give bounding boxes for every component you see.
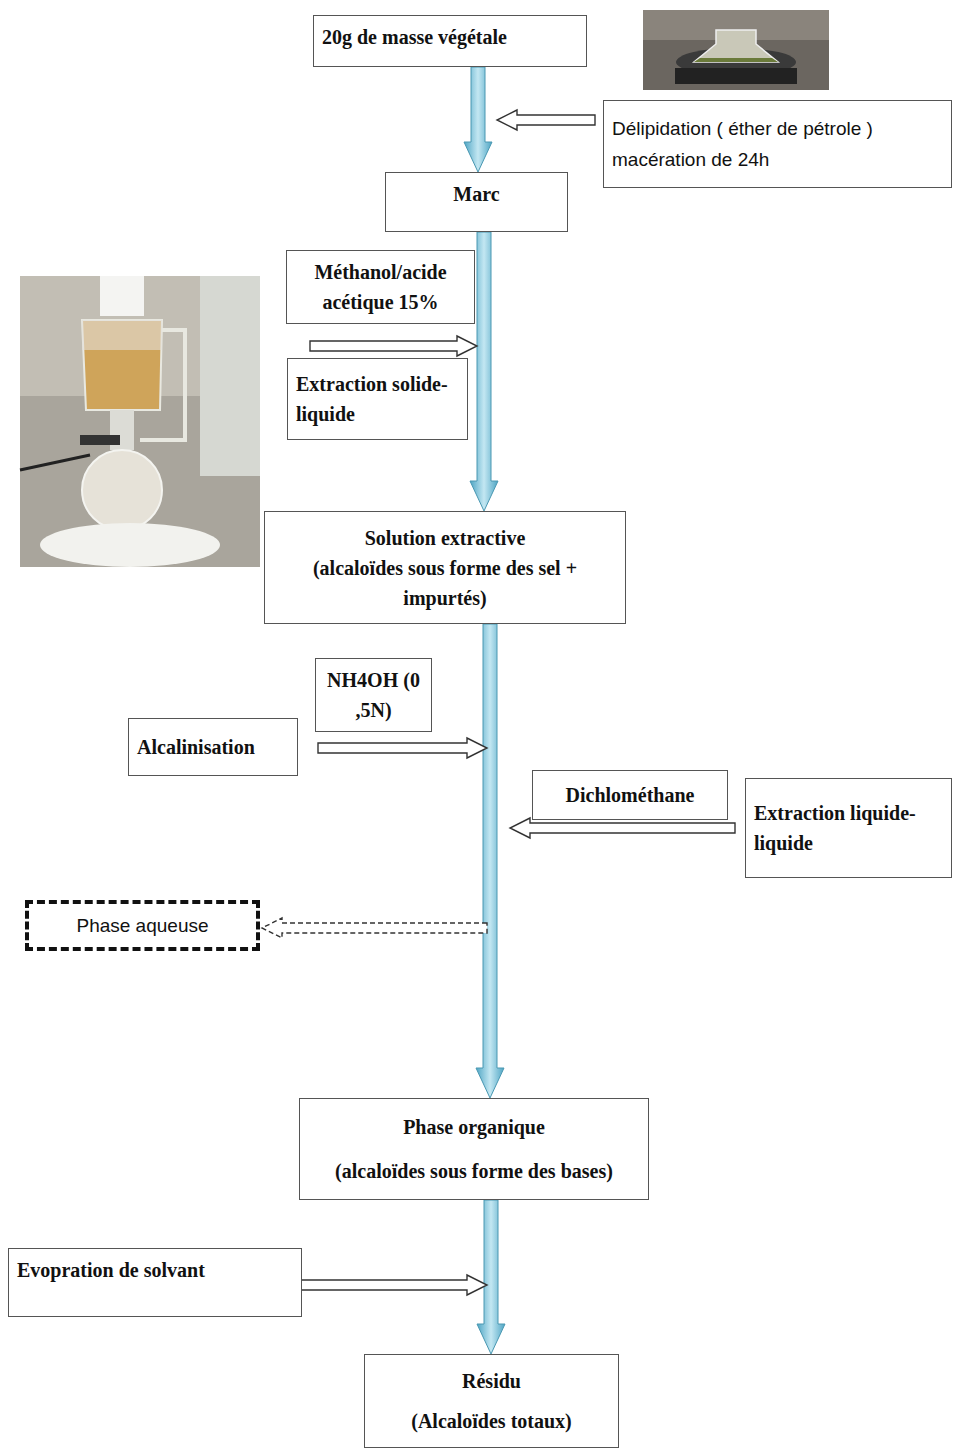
input-arrow xyxy=(300,1275,487,1295)
photo-soxhlet xyxy=(20,276,260,567)
input-arrow xyxy=(318,738,487,758)
node-label: Extraction solide-liquide xyxy=(296,369,459,429)
node-label: Dichlométhane xyxy=(541,780,719,810)
node-label: Phase aqueuse xyxy=(37,910,248,941)
node-label: NH4OH (0 ,5N) xyxy=(324,665,423,725)
reagent-box: NH4OH (0 ,5N) xyxy=(315,658,432,732)
output-arrow xyxy=(262,918,487,938)
process-box: Phase organique (alcaloïdes sous forme de… xyxy=(299,1098,649,1200)
process-box: Marc xyxy=(385,172,568,232)
step-box: Délipidation ( éther de pétrole ) macéra… xyxy=(603,100,952,188)
process-box: Solution extractive(alcaloïdes sous form… xyxy=(264,511,626,624)
input-arrow xyxy=(497,110,595,130)
photo-maceration xyxy=(643,10,829,90)
node-label: Délipidation ( éther de pétrole ) macéra… xyxy=(612,113,943,176)
step-box: Extraction liquide-liquide xyxy=(745,778,952,878)
reagent-box: Dichlométhane xyxy=(532,770,728,820)
node-label: Extraction liquide-liquide xyxy=(754,798,943,858)
flow-arrow xyxy=(477,1200,505,1354)
input-arrow xyxy=(510,818,735,838)
node-label: Résidu xyxy=(373,1366,610,1396)
node-label: Phase organique xyxy=(308,1112,640,1142)
node-label: Méthanol/acide acétique 15% xyxy=(295,257,466,317)
node-subtitle: (Alcaloïdes totaux) xyxy=(373,1406,610,1436)
start-box: 20g de masse végétale xyxy=(313,15,587,67)
reagent-box: Méthanol/acide acétique 15% xyxy=(286,250,475,324)
node-label: Solution extractive xyxy=(273,523,617,553)
node-label: Alcalinisation xyxy=(137,732,289,762)
node-label: Marc xyxy=(394,179,559,209)
input-arrow xyxy=(310,336,477,356)
step-box: Alcalinisation xyxy=(128,718,298,776)
output-box: Phase aqueuse xyxy=(25,900,260,951)
node-label: Evopration de solvant xyxy=(17,1255,293,1285)
flow-arrow xyxy=(464,67,492,172)
flow-arrow xyxy=(476,624,504,1098)
node-subtitle: (alcaloïdes sous forme des bases) xyxy=(308,1156,640,1186)
step-box: Extraction solide-liquide xyxy=(287,358,468,440)
result-box: Résidu (Alcaloïdes totaux) xyxy=(364,1354,619,1448)
node-subtitle: (alcaloïdes sous forme des sel + impurté… xyxy=(273,553,617,613)
node-label: 20g de masse végétale xyxy=(322,22,578,52)
step-box: Evopration de solvant xyxy=(8,1248,302,1317)
